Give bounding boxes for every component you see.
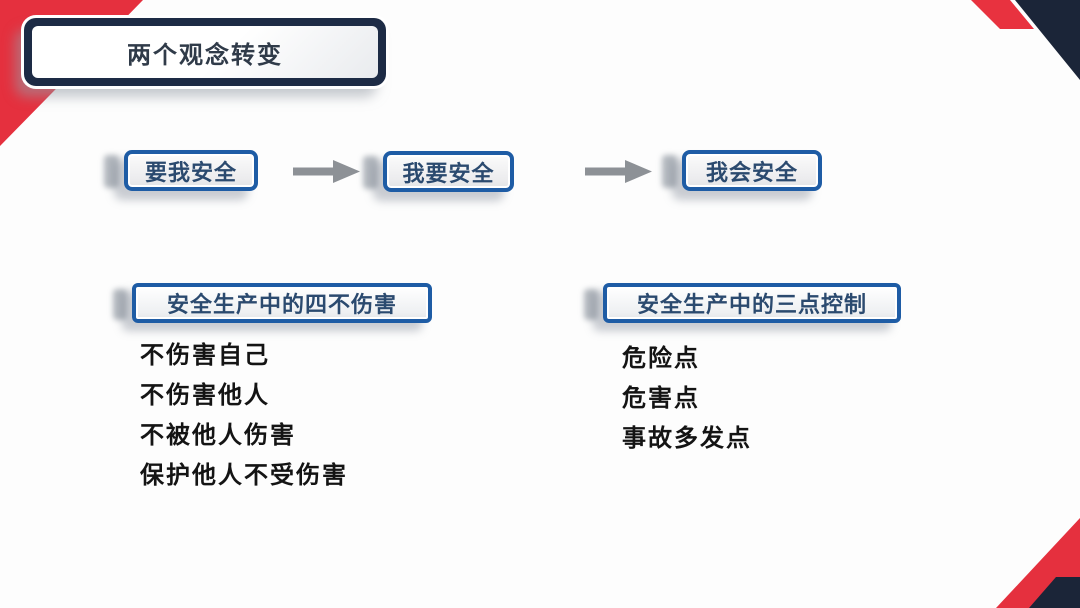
arrow-right-icon [585,160,652,183]
list-item: 危害点 [622,386,700,412]
concept-box-passive-safety: 要我安全 [124,150,258,191]
corner-bottom-right-navy-shape [1029,577,1080,608]
corner-top-right-navy-triangle [1015,0,1080,80]
list-item: 不伤害他人 [140,383,270,409]
concept-box-capable-safety: 我会安全 [682,150,822,191]
list-item: 保护他人不受伤害 [140,463,348,489]
list-item: 不伤害自己 [140,343,270,369]
slide-title-box: 两个观念转变 [24,18,386,86]
section-heading-four-no-harms: 安全生产中的四不伤害 [132,283,432,323]
section-heading-three-point-control: 安全生产中的三点控制 [603,283,901,323]
list-four-no-harms: 不伤害自己 不伤害他人 不被他人伤害 保护他人不受伤害 [140,336,348,496]
list-three-point-control: 危险点 危害点 事故多发点 [622,339,752,459]
list-item: 不被他人伤害 [140,423,296,449]
slide-title: 两个观念转变 [32,26,378,78]
arrow-right-icon [293,160,360,183]
corner-top-right-red-stripe [971,0,1034,29]
list-item: 危险点 [622,346,700,372]
concept-box-active-safety: 我要安全 [383,151,514,192]
list-item: 事故多发点 [622,426,752,452]
